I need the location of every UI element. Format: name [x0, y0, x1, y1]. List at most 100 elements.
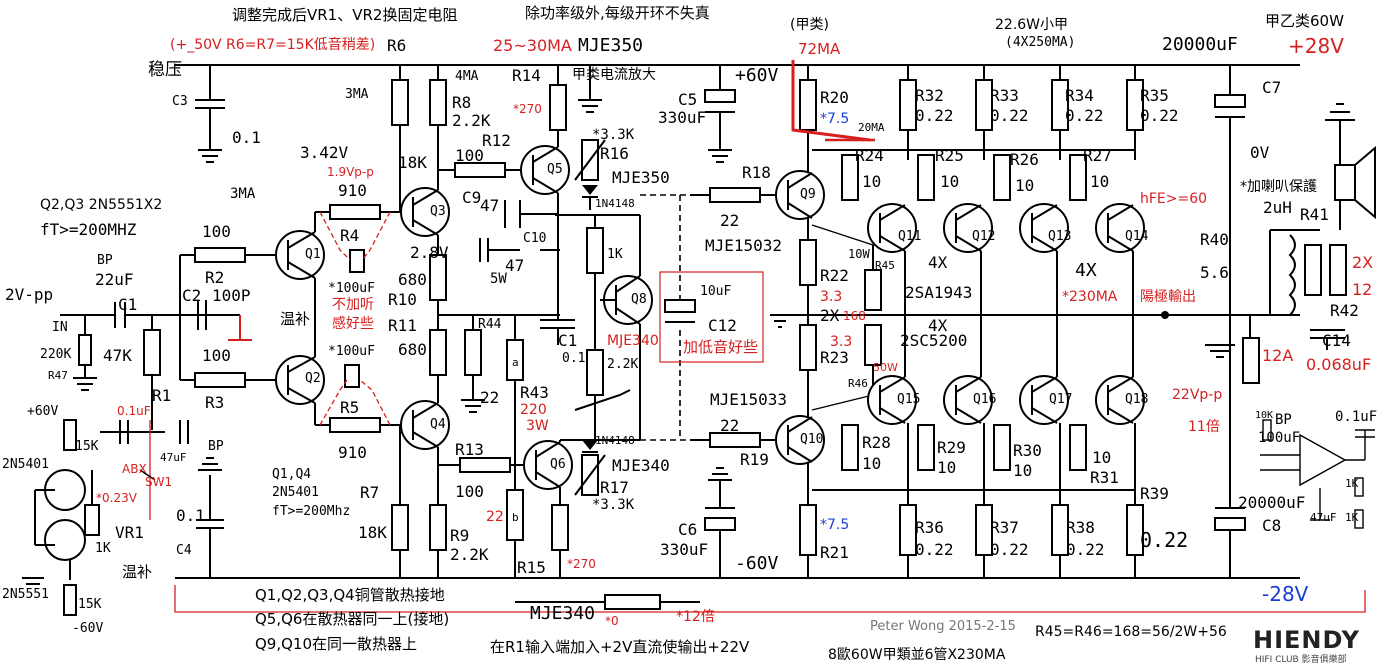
- ma-4x250: (4X250MA): [1005, 35, 1076, 50]
- label-q1: Q1: [305, 247, 321, 262]
- label-r40: R40: [1200, 230, 1229, 249]
- label-r8-value: 2.2K: [452, 111, 491, 130]
- label-2x: 2X: [1352, 253, 1374, 272]
- label-r28: R28: [862, 433, 891, 452]
- label-2n5551: 2N5551: [2, 587, 49, 602]
- label-r5-value: 910: [338, 443, 367, 462]
- label-r22: R22: [820, 266, 849, 285]
- label-mje340-c: MJE340: [530, 603, 596, 624]
- label-bp-3: BP: [1275, 412, 1292, 428]
- minus60-left: -60V: [72, 621, 104, 636]
- label-r23: R23: [820, 348, 849, 367]
- label-r40-value: 5.6: [1200, 263, 1229, 282]
- zero-v: 0V: [1250, 143, 1270, 162]
- label-c5: C5: [678, 90, 698, 109]
- label-2x-b: 2X: [820, 306, 840, 325]
- label-r14: R14: [512, 66, 541, 85]
- label-r24-value: 10: [862, 172, 882, 191]
- label-r31: R31: [1090, 468, 1119, 487]
- label-r38: R38: [1066, 518, 1095, 537]
- label-r31-value: 10: [1092, 448, 1112, 467]
- label-r20: R20: [820, 88, 849, 107]
- label-15k-a: 15K: [75, 439, 99, 454]
- label-r33: R33: [990, 86, 1019, 105]
- hfe-note: hFE>=60: [1140, 191, 1208, 207]
- label-bp: BP: [97, 253, 113, 268]
- label-r21: R21: [820, 543, 849, 562]
- label-q8: Q8: [631, 292, 647, 307]
- label-c5-value: 330uF: [658, 108, 707, 127]
- current-range: 25~30MA: [493, 36, 572, 55]
- label-b: b: [512, 511, 519, 524]
- feel-better: 感好些: [332, 316, 374, 332]
- vpp22: 22Vp-p: [1172, 387, 1223, 403]
- label-r26: R26: [1010, 150, 1039, 169]
- label-r38-value: 0.22: [1066, 540, 1105, 559]
- author: Peter Wong 2015-2-15: [870, 619, 1016, 634]
- label-r33-value: 0.22: [990, 106, 1029, 125]
- label-r1-value: 47K: [103, 346, 132, 365]
- label-r3-value: 100: [202, 346, 231, 365]
- label-c1-value: 22uF: [95, 270, 134, 289]
- label-r46: R46: [848, 377, 868, 390]
- cap-20000: 20000uF: [1162, 34, 1238, 55]
- label-r19-value: 22: [720, 416, 740, 435]
- ma72: 72MA: [798, 40, 841, 58]
- label-r5: R5: [340, 398, 360, 417]
- speaker-protect: *加喇叭保護: [1240, 179, 1317, 195]
- label-c1-mid: C1: [558, 331, 578, 350]
- label-100uf: 100uF: [1258, 430, 1301, 446]
- label-r6: R6: [387, 36, 407, 55]
- hiendy-logo[interactable]: HIENDY HIFI CLUB 影音俱樂部: [1228, 626, 1378, 666]
- label-r32-value: 0.22: [915, 106, 954, 125]
- label-r36-value: 0.22: [915, 540, 954, 559]
- label-r10: R10: [388, 290, 417, 309]
- label-2sa1943: 2SA1943: [905, 283, 973, 302]
- heat-note-3: Q9,Q10在同一散热器上: [255, 635, 418, 653]
- label-q4: Q4: [430, 417, 446, 432]
- label-q11: Q11: [898, 229, 922, 244]
- label-0.1uf: 0.1uF: [117, 404, 151, 418]
- temp-comp-1: 温补: [280, 310, 311, 328]
- label-c10-value: 47: [505, 256, 525, 275]
- label-2.2k: 2.2K: [607, 357, 639, 372]
- label-q6: Q6: [550, 457, 566, 472]
- label-r17-value: *3.3K: [592, 497, 635, 513]
- label-r22-value: 3.3: [820, 289, 843, 305]
- label-q3: Q3: [430, 204, 446, 219]
- label-r15: R15: [517, 558, 546, 577]
- label-c1: C1: [118, 295, 138, 314]
- label-r37: R37: [990, 518, 1019, 537]
- label-r19: R19: [740, 450, 769, 469]
- label-4x-c: 4X: [928, 316, 948, 335]
- label-r9: R9: [450, 526, 470, 545]
- gain11: 11倍: [1188, 419, 1220, 435]
- ft-note: fT>=200MHZ: [40, 220, 137, 239]
- label-r10-value: 680: [398, 270, 427, 289]
- logo-subtext: HIFI CLUB 影音俱樂部: [1255, 655, 1347, 665]
- label-vr1: VR1: [115, 523, 144, 542]
- label-1n4148-b: 1N4148: [595, 434, 635, 447]
- label-c2-value: 100P: [212, 286, 251, 305]
- ground-symbol: [198, 149, 222, 163]
- mje350-top: MJE350: [578, 35, 644, 56]
- label-q10: Q10: [800, 432, 824, 447]
- label-mje15033: MJE15033: [710, 390, 788, 409]
- label-r3: R3: [205, 393, 225, 412]
- label-q5: Q5: [547, 162, 563, 177]
- label-c1-mid-value: 0.1: [562, 351, 586, 366]
- label-r35: R35: [1140, 86, 1169, 105]
- label-1.9vpp: 1.9Vp-p: [327, 165, 374, 179]
- label-q12: Q12: [972, 229, 996, 244]
- label-50w: 50W: [873, 361, 898, 374]
- label-r12-value: 100: [455, 146, 484, 165]
- minus60v: -60V: [735, 553, 779, 574]
- label-c7: C7: [1262, 78, 1282, 97]
- label-r27: R27: [1083, 146, 1112, 165]
- label-r45: R45: [875, 259, 895, 272]
- stabilize: 稳压: [148, 60, 182, 80]
- label-1k-b: 1K: [95, 541, 111, 556]
- input-label: IN: [52, 320, 68, 335]
- label-q14: Q14: [1125, 229, 1149, 244]
- label-c8-value: 20000uF: [1238, 493, 1306, 512]
